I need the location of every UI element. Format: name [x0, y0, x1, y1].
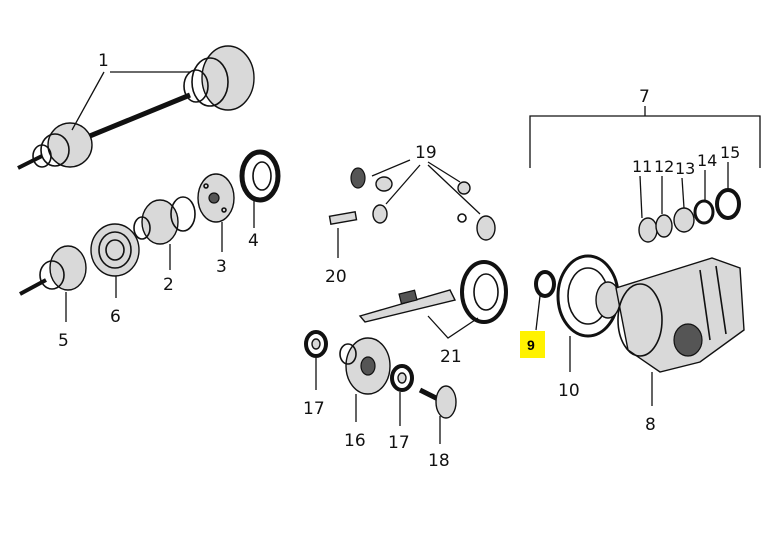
- callout-21: 21: [440, 347, 462, 367]
- bearing-set[interactable]: [638, 188, 741, 243]
- callout-17a: 17: [303, 399, 325, 419]
- bearing-17-right[interactable]: [390, 364, 414, 392]
- leader-9: [535, 295, 541, 331]
- boot[interactable]: [90, 223, 140, 277]
- callout-18: 18: [428, 451, 450, 471]
- flange[interactable]: [197, 173, 235, 223]
- leader-13: [681, 177, 685, 209]
- seal-9[interactable]: [534, 270, 556, 298]
- callout-19: 19: [415, 143, 437, 163]
- differential-carrier[interactable]: [339, 337, 391, 395]
- leader-11: [639, 175, 643, 219]
- leader-1a: [71, 71, 105, 131]
- callout-11: 11: [632, 157, 652, 176]
- callout-16: 16: [344, 431, 366, 451]
- callout-3: 3: [216, 257, 227, 277]
- bearing-17-left[interactable]: [304, 330, 328, 358]
- callout-14: 14: [697, 151, 717, 170]
- leader-21: [427, 315, 479, 339]
- transmission-housing[interactable]: [615, 257, 745, 373]
- highlight-9-box: [520, 331, 545, 358]
- callout-20: 20: [325, 267, 347, 287]
- output-flange[interactable]: [418, 385, 457, 419]
- outer-cv-joint[interactable]: [19, 245, 87, 296]
- callout-6: 6: [110, 307, 121, 327]
- pin[interactable]: [328, 210, 358, 226]
- callout-15: 15: [720, 143, 740, 162]
- cv-joint[interactable]: [133, 196, 196, 245]
- callout-12: 12: [654, 157, 674, 176]
- callout-9: 9: [527, 337, 535, 353]
- callout-7: 7: [639, 87, 650, 107]
- axle-shaft-assembly[interactable]: [17, 45, 255, 170]
- callout-5: 5: [58, 331, 69, 351]
- leader-19d: [427, 164, 481, 215]
- differential-gears[interactable]: [350, 167, 496, 241]
- callout-2: 2: [163, 275, 174, 295]
- callout-1: 1: [98, 51, 109, 71]
- leader-19a: [371, 159, 411, 177]
- cover-gasket[interactable]: [556, 254, 621, 338]
- callout-4: 4: [248, 231, 259, 251]
- leader-19c: [427, 161, 461, 183]
- callout-13: 13: [675, 159, 695, 178]
- leader-19b: [385, 164, 421, 205]
- callout-10: 10: [558, 381, 580, 401]
- callout-8: 8: [645, 415, 656, 435]
- callout-17b: 17: [388, 433, 410, 453]
- pinion-and-ring-gear[interactable]: [358, 260, 508, 324]
- seal-ring[interactable]: [239, 149, 281, 203]
